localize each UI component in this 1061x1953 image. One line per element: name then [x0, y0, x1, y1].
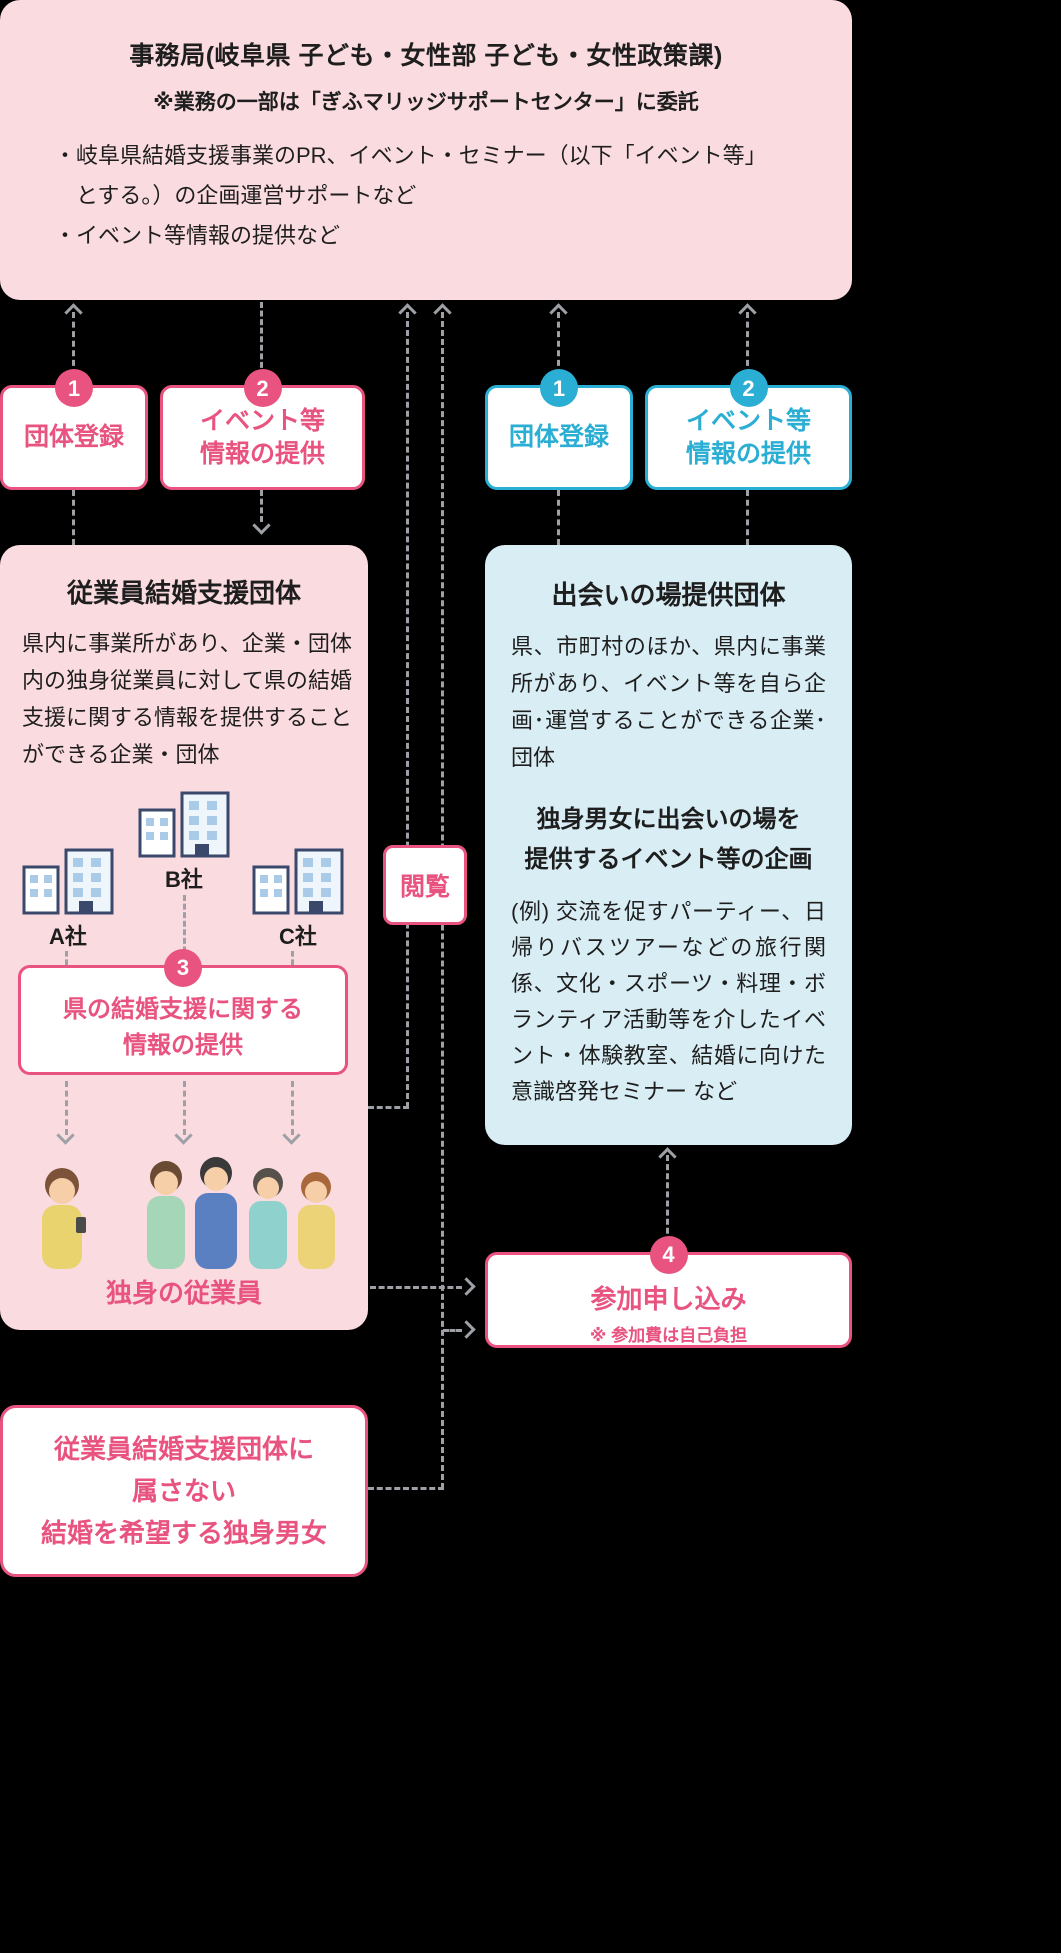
provider-group-description: 県、市町村のほか、県内に事業所があり、イベント等を自ら企画･運営することができる…: [511, 634, 826, 770]
step-2-badge: 2: [243, 369, 282, 407]
view-label-box: 閲覧: [383, 845, 467, 925]
arrow-event-info-to-employer-line2: [260, 490, 263, 522]
secretariat-delegation-note: ※業務の一部は「ぎふマリッジサポートセンター」に委託: [153, 91, 699, 114]
non-member-line: 結婚を希望する独身男女: [40, 1518, 327, 1548]
provider-examples: (例) 交流を促すパーティー、日帰りバスツアーなどの旅行関係、文化・スポーツ・料…: [511, 899, 826, 1104]
provider-highlight: 独身男女に出会いの場を 提供するイベント等の企画: [511, 800, 826, 880]
arrowhead-up-icon: [658, 1147, 677, 1166]
arrowhead-up-icon: [64, 303, 83, 322]
arrowhead-right-icon: [457, 1277, 476, 1296]
provider-highlight-line: 独身男女に出会いの場を: [536, 806, 801, 833]
arrow-view-from-nonmembers-stub: [368, 1487, 444, 1490]
arrow-event-info-to-employer-line: [260, 302, 263, 385]
info-provision-label: 情報の提供: [123, 1032, 243, 1059]
secretariat-duty-line: とする。）の企画運営サポートなど: [54, 183, 417, 208]
non-member-line: 属さない: [131, 1476, 236, 1506]
arrow-view-from-employees-stub: [368, 1106, 409, 1109]
company-a: A社: [20, 845, 116, 951]
info-provision-box: 3 県の結婚支援に関する 情報の提供: [18, 949, 348, 1075]
step-label: 団体登録: [23, 423, 124, 451]
arrow-provider-registration-line2: [557, 490, 560, 545]
arrow-event-info-from-provider-line2: [746, 490, 749, 545]
view-label: 閲覧: [399, 873, 450, 901]
apply-box: 4 参加申し込み ※ 参加費は自己負担: [485, 1236, 852, 1348]
office-building-icon: [252, 848, 344, 915]
apply-label: 参加申し込み: [590, 1284, 747, 1314]
provider-group-panel: 出会いの場提供団体 県、市町村のほか、県内に事業所があり、イベント等を自ら企画･…: [485, 545, 852, 1145]
secretariat-title: 事務局(岐阜県 子ども・女性部 子ども・女性政策課): [129, 42, 723, 70]
employer-group-description: 県内に事業所があり、企業・団体内の独身従業員に対して県の結婚支援に関する情報を提…: [22, 631, 353, 767]
arrow-employer-registration-line: [72, 312, 75, 385]
office-building-icon: [138, 791, 230, 858]
step-label: 情報の提供: [685, 439, 811, 468]
company-label: A社: [49, 924, 87, 949]
step-label: 団体登録: [508, 423, 609, 451]
step-employer-registration: 1 団体登録: [0, 369, 148, 490]
non-member-box: 従業員結婚支援団体に 属さない 結婚を希望する独身男女: [0, 1405, 368, 1577]
step-1-badge: 1: [540, 369, 578, 407]
employer-group-panel: 従業員結婚支援団体 県内に事業所があり、企業・団体内の独身従業員に対して県の結婚…: [0, 545, 368, 1330]
step-label: イベント等: [685, 406, 811, 435]
company-b-connector: [183, 895, 186, 961]
company-b: B社: [136, 788, 232, 894]
employees-illustration: [42, 1157, 335, 1269]
info-to-employees-line: [65, 1081, 68, 1135]
single-employees-label: 独身の従業員: [105, 1278, 262, 1308]
arrow-employer-registration-line2: [72, 490, 75, 545]
arrowhead-up-icon: [549, 303, 568, 322]
arrowhead-down-icon: [174, 1126, 193, 1145]
step-label: イベント等: [199, 406, 325, 435]
arrowhead-up-icon: [398, 303, 417, 322]
company-label: B社: [165, 867, 203, 892]
arrowhead-up-icon: [738, 303, 757, 322]
provider-highlight-line: 提供するイベント等の企画: [524, 846, 813, 873]
arrowhead-right-icon: [457, 1320, 476, 1339]
non-member-line: 従業員結婚支援団体に: [53, 1434, 314, 1464]
step-event-info-to-employer: 2 イベント等 情報の提供: [160, 369, 365, 490]
arrow-apply-from-nonmembers-line: [443, 1329, 462, 1332]
arrow-provider-registration-line: [557, 312, 560, 385]
provider-group-title: 出会いの場提供団体: [551, 580, 786, 610]
company-c-connector: [291, 951, 294, 965]
info-to-employees-line: [183, 1081, 186, 1135]
arrowhead-down-icon: [56, 1126, 75, 1145]
info-to-employees-line: [291, 1081, 294, 1135]
arrow-view-from-employees-line: [406, 312, 409, 1108]
arrow-apply-from-employees-line: [370, 1286, 462, 1289]
info-provision-label: 県の結婚支援に関する: [63, 996, 303, 1023]
company-a-connector: [65, 951, 68, 965]
step-event-info-from-provider: 2 イベント等 情報の提供: [645, 369, 852, 490]
secretariat-duty-line: ・岐阜県結婚支援事業のPR、イベント・セミナー（以下「イベント等」: [54, 143, 767, 168]
company-c: C社: [250, 845, 346, 951]
step-provider-registration: 1 団体登録: [485, 369, 633, 490]
company-label: C社: [279, 924, 317, 949]
secretariat-panel: 事務局(岐阜県 子ども・女性部 子ども・女性政策課) ※業務の一部は「ぎふマリッ…: [0, 0, 852, 300]
arrowhead-down-icon: [252, 516, 271, 535]
arrowhead-up-icon: [433, 303, 452, 322]
step-4-badge: 4: [649, 1236, 688, 1274]
step-3-badge: 3: [164, 949, 202, 987]
step-label: 情報の提供: [199, 439, 325, 468]
arrow-event-info-from-provider-line: [746, 312, 749, 385]
arrow-apply-to-provider-line: [666, 1155, 669, 1252]
step-1-badge: 1: [55, 369, 93, 407]
secretariat-duties: ・岐阜県結婚支援事業のPR、イベント・セミナー（以下「イベント等」 とする。）の…: [0, 136, 852, 256]
step-2-badge: 2: [729, 369, 768, 407]
secretariat-duty-line: ・イベント等情報の提供など: [54, 223, 341, 248]
arrowhead-down-icon: [282, 1126, 301, 1145]
employer-group-title: 従業員結婚支援団体: [66, 578, 301, 608]
office-building-icon: [22, 848, 114, 915]
apply-fee-note: ※ 参加費は自己負担: [589, 1326, 748, 1345]
